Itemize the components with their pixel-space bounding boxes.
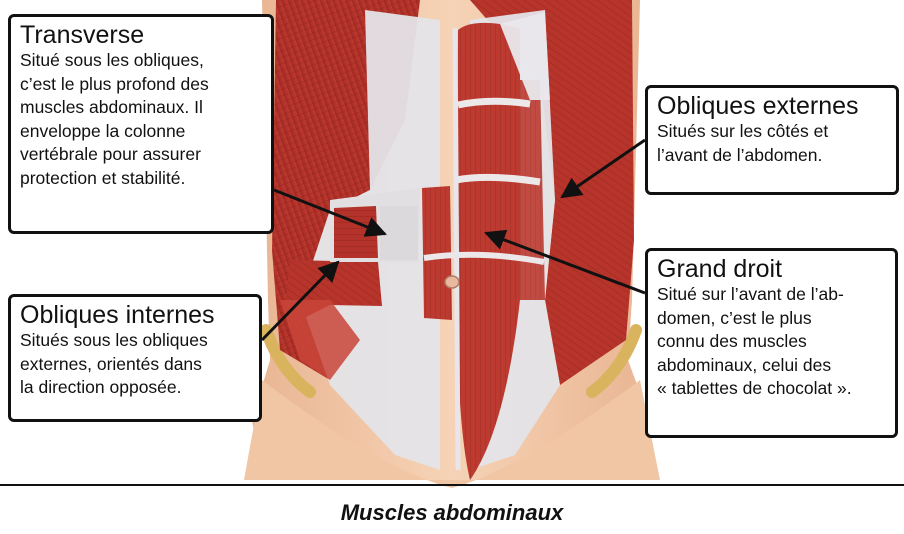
callout-transverse: Transverse Situé sous les obliques, c’es… — [8, 14, 274, 234]
caption-divider — [0, 484, 904, 486]
callout-obliques-externes-title: Obliques externes — [657, 92, 888, 120]
callout-transverse-text: Situé sous les obliques, c’est le plus p… — [20, 49, 263, 191]
callout-obliques-externes: Obliques externes Situés sur les côtés e… — [645, 85, 899, 195]
transverse-muscle — [334, 206, 378, 258]
callout-obliques-internes-title: Obliques internes — [20, 301, 251, 329]
figure-caption: Muscles abdominaux — [0, 500, 904, 526]
navel — [445, 276, 459, 288]
callout-transverse-title: Transverse — [20, 21, 263, 49]
callout-obliques-internes: Obliques internes Situés sous les obliqu… — [8, 294, 262, 422]
callout-grand-droit-title: Grand droit — [657, 255, 887, 283]
linea-alba — [455, 28, 458, 470]
callout-obliques-externes-text: Situés sur les côtés et l’avant de l’abd… — [657, 120, 888, 167]
transverse-fascia — [380, 206, 418, 260]
callout-grand-droit: Grand droit Situé sur l’avant de l’ab- d… — [645, 248, 898, 438]
tendinous-line-1 — [458, 101, 530, 105]
callout-obliques-internes-text: Situés sous les obliques externes, orien… — [20, 329, 251, 400]
callout-grand-droit-text: Situé sur l’avant de l’ab- domen, c’est … — [657, 283, 887, 401]
